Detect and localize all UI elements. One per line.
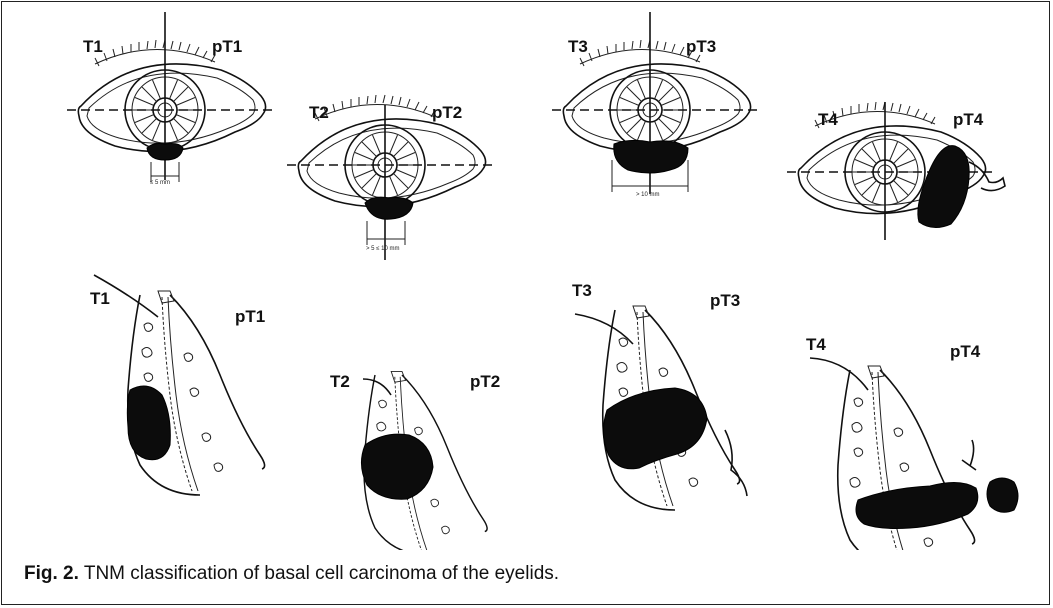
figure-caption: Fig. 2. TNM classification of basal cell… — [24, 563, 559, 585]
eye-t2-size: > 5 ≤ 10 mm — [366, 246, 399, 252]
section-panel-t4 — [810, 358, 1018, 550]
section-t3-label: T3 — [572, 281, 592, 300]
eye-t1-size: ≤ 5 mm — [150, 180, 170, 186]
section-panel-t2 — [361, 371, 487, 550]
eye-t1-label: T1 — [83, 37, 103, 56]
section-t1-label: T1 — [90, 289, 110, 308]
eye-pt3-label: pT3 — [686, 37, 716, 56]
section-t2-label: T2 — [330, 372, 350, 391]
tnm-eyelid-diagram: T1 pT1 ≤ 5 mm T2 pT2 > 5 ≤ 10 mm T3 pT3 … — [0, 0, 1053, 550]
section-panel-t3 — [575, 306, 747, 510]
section-pt4-label: pT4 — [950, 342, 981, 361]
section-pt2-label: pT2 — [470, 372, 500, 391]
caption-text: TNM classification of basal cell carcino… — [79, 563, 559, 584]
eye-t3-size: > 10 mm — [636, 192, 660, 198]
eye-t3-label: T3 — [568, 37, 588, 56]
section-pt1-label: pT1 — [235, 307, 265, 326]
section-pt3-label: pT3 — [710, 291, 740, 310]
eye-pt4-label: pT4 — [953, 110, 984, 129]
eye-pt2-label: pT2 — [432, 103, 462, 122]
eye-pt1-label: pT1 — [212, 37, 242, 56]
section-t4-label: T4 — [806, 335, 826, 354]
caption-label: Fig. 2. — [24, 563, 79, 584]
eye-t4-label: T4 — [818, 110, 838, 129]
eye-t2-label: T2 — [309, 103, 329, 122]
